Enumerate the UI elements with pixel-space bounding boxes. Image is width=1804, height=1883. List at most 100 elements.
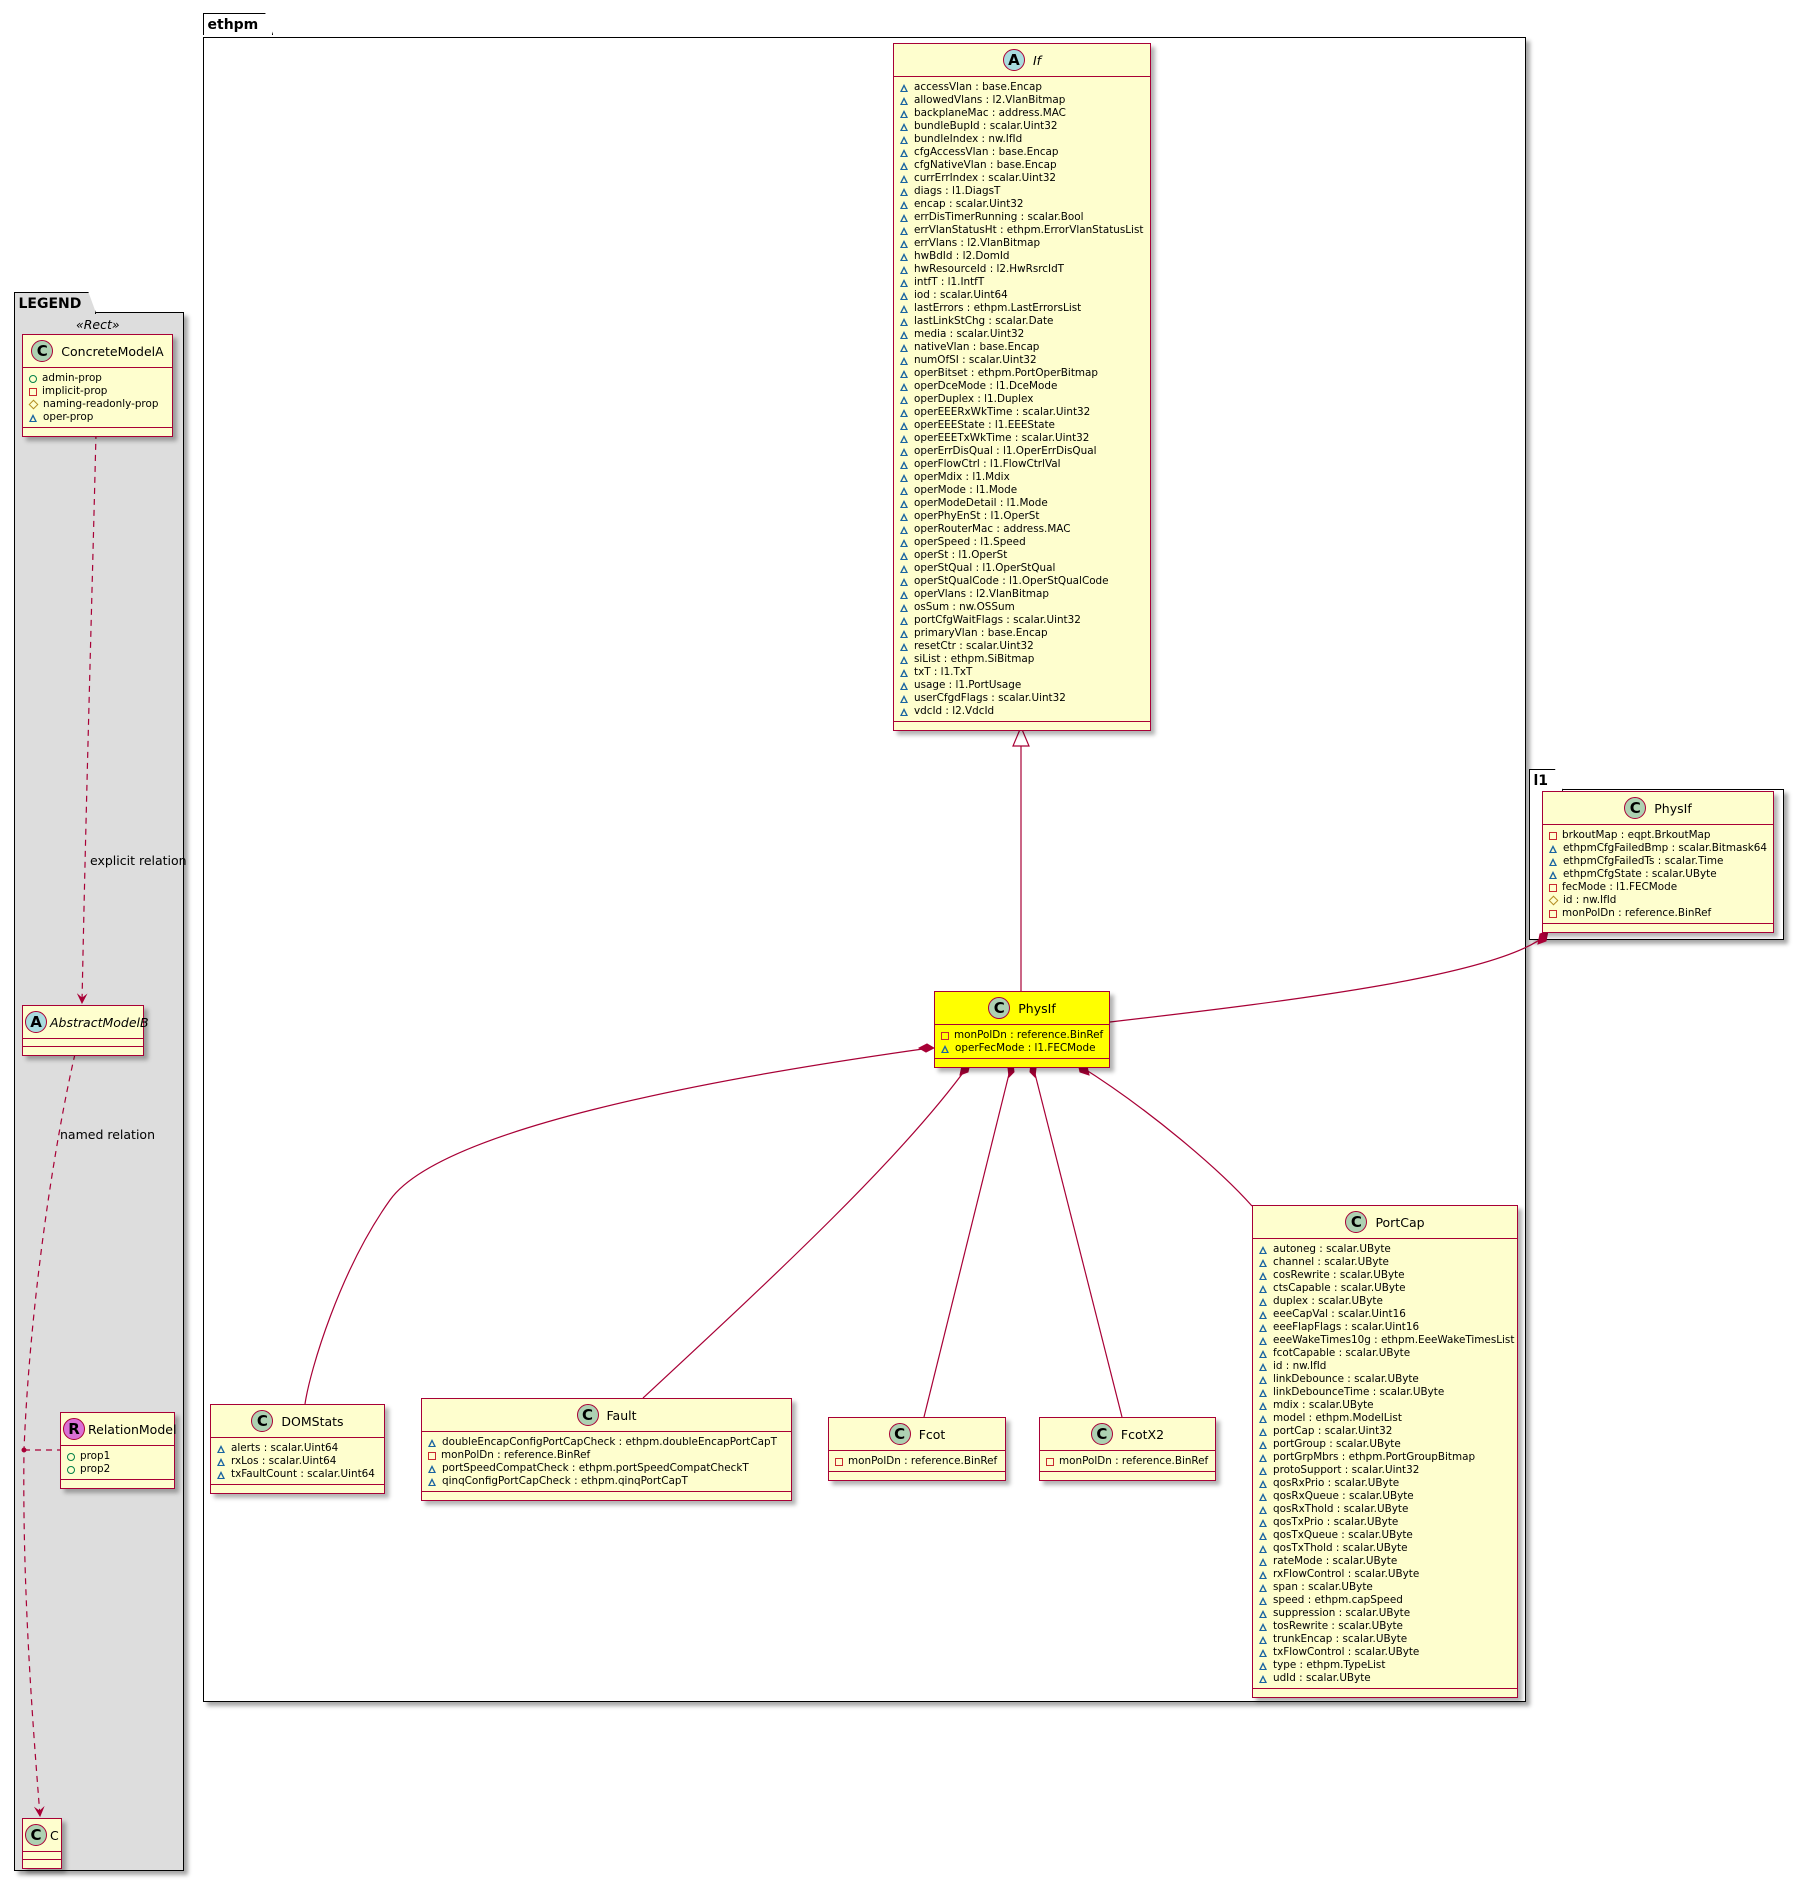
oper-visibility-triangle-icon	[900, 434, 909, 443]
attribute-text: currErrIndex : scalar.Uint32	[914, 172, 1057, 184]
attribute-text: prop2	[80, 1463, 111, 1475]
attribute-text: oper-prop	[43, 411, 94, 423]
attribute-text: qosTxPrio : scalar.UByte	[1273, 1516, 1399, 1528]
attribute-text: operDuplex : l1.Duplex	[914, 393, 1034, 405]
oper-visibility-triangle-icon	[1259, 1648, 1268, 1657]
oper-visibility-triangle-icon	[1259, 1258, 1268, 1267]
class-attribute: currErrIndex : scalar.Uint32	[900, 172, 1144, 185]
class-attribute: operModeDetail : l1.Mode	[900, 497, 1144, 510]
oper-visibility-triangle-icon	[900, 330, 909, 339]
implicit-visibility-square-icon	[835, 1457, 843, 1466]
class-attribute: tosRewrite : scalar.UByte	[1259, 1620, 1511, 1633]
composition-diamond-icon	[1537, 930, 1549, 945]
attribute-text: alerts : scalar.Uint64	[231, 1442, 339, 1454]
attribute-text: channel : scalar.UByte	[1273, 1256, 1389, 1268]
oper-visibility-triangle-icon	[1549, 844, 1558, 853]
attribute-text: backplaneMac : address.MAC	[914, 107, 1066, 119]
class-attribute: eeeWakeTimes10g : ethpm.EeeWakeTimesList	[1259, 1334, 1514, 1347]
class-name: If	[1032, 52, 1042, 68]
class-attribute: qosRxThold : scalar.UByte	[1259, 1503, 1511, 1516]
class-attribute: fcotCapable : scalar.UByte	[1259, 1347, 1511, 1360]
named-relation-label: named relation	[60, 1127, 155, 1142]
class-attribute: numOfSI : scalar.Uint32	[900, 354, 1144, 367]
class-attribute: media : scalar.Uint32	[900, 328, 1144, 341]
oper-visibility-triangle-icon	[900, 96, 909, 105]
class-attribute: errDisTimerRunning : scalar.Bool	[900, 211, 1144, 224]
class-attribute: allowedVlans : l2.VlanBitmap	[900, 94, 1144, 107]
attribute-text: portCfgWaitFlags : scalar.Uint32	[914, 614, 1081, 626]
class-attribute: txFlowControl : scalar.UByte	[1259, 1646, 1511, 1659]
class-attribute: operStQual : l1.OperStQual	[900, 562, 1144, 575]
oper-visibility-triangle-icon	[900, 681, 909, 690]
attribute-text: operMode : l1.Mode	[914, 484, 1018, 496]
oper-visibility-triangle-icon	[1259, 1466, 1268, 1475]
oper-visibility-triangle-icon	[1259, 1492, 1268, 1501]
class-attribute: naming-readonly-prop	[28, 398, 166, 411]
attribute-text: operFecMode : l1.FECMode	[955, 1042, 1096, 1054]
class-attribute: suppression : scalar.UByte	[1259, 1607, 1511, 1620]
attribute-text: ethpmCfgState : scalar.UByte	[1563, 868, 1717, 880]
oper-visibility-triangle-icon	[900, 200, 909, 209]
attribute-text: accessVlan : base.Encap	[914, 81, 1042, 93]
class-icon: C	[888, 1423, 911, 1445]
class-attribute: brkoutMap : eqpt.BrkoutMap	[1549, 829, 1767, 842]
class-attribute: encap : scalar.Uint32	[900, 198, 1144, 211]
class-name: PortCap	[1375, 1214, 1425, 1230]
class-attribute: operStQualCode : l1.OperStQualCode	[900, 575, 1144, 588]
class-attribute: eeeFlapFlags : scalar.Uint16	[1259, 1321, 1511, 1334]
class-attribute: mdix : scalar.UByte	[1259, 1399, 1511, 1412]
oper-visibility-triangle-icon	[1259, 1388, 1268, 1397]
attribute-text: errVlanStatusHt : ethpm.ErrorVlanStatusL…	[914, 224, 1144, 236]
oper-visibility-triangle-icon	[900, 252, 909, 261]
oper-visibility-triangle-icon	[1549, 857, 1558, 866]
implicit-visibility-square-icon	[941, 1031, 949, 1040]
class-attribute: id : nw.IfId	[1259, 1360, 1511, 1373]
class-attributes: monPolDn : reference.BinRef	[1040, 1451, 1215, 1472]
oper-visibility-triangle-icon	[1259, 1310, 1268, 1319]
class-attribute: hwBdId : l2.DomId	[900, 250, 1144, 263]
class-attribute: txT : l1.TxT	[900, 666, 1144, 679]
attribute-text: nativeVlan : base.Encap	[914, 341, 1040, 353]
class-name: DOMStats	[281, 1413, 344, 1429]
class-attribute: hwResourceId : l2.HwRsrcIdT	[900, 263, 1144, 276]
oper-visibility-triangle-icon	[900, 707, 909, 716]
attribute-text: monPolDn : reference.BinRef	[954, 1029, 1104, 1041]
class-attribute: qosRxPrio : scalar.UByte	[1259, 1477, 1511, 1490]
class-icon: C	[988, 997, 1011, 1019]
oper-visibility-triangle-icon	[900, 486, 909, 495]
attribute-text: portGrpMbrs : ethpm.PortGroupBitmap	[1273, 1451, 1476, 1463]
class-methods	[935, 1059, 1109, 1067]
attribute-text: vdcId : l2.VdcId	[914, 705, 995, 717]
attribute-text: implicit-prop	[42, 385, 108, 397]
legend-stereotype-label: «Rect»	[76, 317, 120, 332]
attribute-text: speed : ethpm.capSpeed	[1273, 1594, 1403, 1606]
association-point-icon	[21, 1447, 27, 1453]
class-icon: C	[1624, 797, 1647, 819]
class-attribute: operFlowCtrl : l1.FlowCtrlVal	[900, 458, 1144, 471]
class-attribute: eeeCapVal : scalar.Uint16	[1259, 1308, 1511, 1321]
oper-visibility-triangle-icon	[900, 447, 909, 456]
oper-visibility-triangle-icon	[900, 590, 909, 599]
oper-visibility-triangle-icon	[900, 135, 909, 144]
oper-visibility-triangle-icon	[1259, 1635, 1268, 1644]
class-attribute: lastLinkStChg : scalar.Date	[900, 315, 1144, 328]
attribute-text: prop1	[80, 1450, 111, 1462]
class-attribute: operDuplex : l1.Duplex	[900, 393, 1144, 406]
